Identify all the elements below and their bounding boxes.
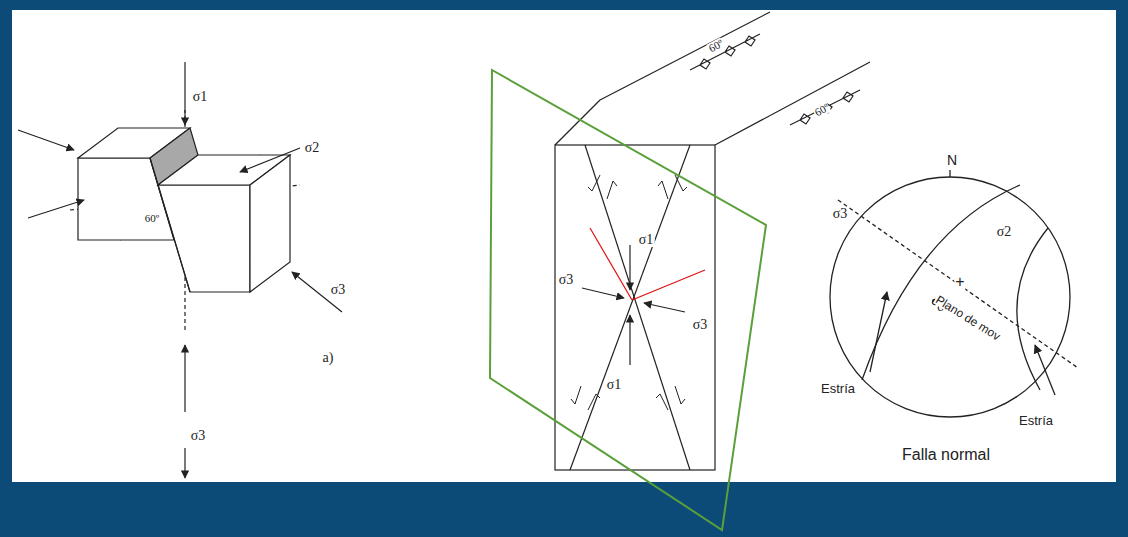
label-text: σ3 xyxy=(330,283,347,297)
label-text: σ3 xyxy=(692,318,709,332)
left-block xyxy=(18,62,342,478)
label-text: σ3 xyxy=(558,273,575,287)
label-text: σ1 xyxy=(192,90,209,104)
label-text: Estría xyxy=(820,382,856,395)
label-text: a) xyxy=(322,351,335,365)
label-text: σ1 xyxy=(638,233,655,247)
stereonet xyxy=(830,170,1078,417)
label-text: + xyxy=(954,274,965,290)
label-text: σ3 xyxy=(832,207,849,221)
label-text: σ1 xyxy=(606,378,623,392)
label-text: σ3 xyxy=(190,429,207,443)
label-text: Falla normal xyxy=(901,447,991,463)
label-text: σ2 xyxy=(304,141,321,155)
label-text: N xyxy=(946,153,958,167)
label-text: Estría xyxy=(1018,414,1054,427)
label-text: σ2 xyxy=(996,225,1013,239)
label-text: 60º xyxy=(144,213,160,224)
middle-block xyxy=(490,12,870,530)
